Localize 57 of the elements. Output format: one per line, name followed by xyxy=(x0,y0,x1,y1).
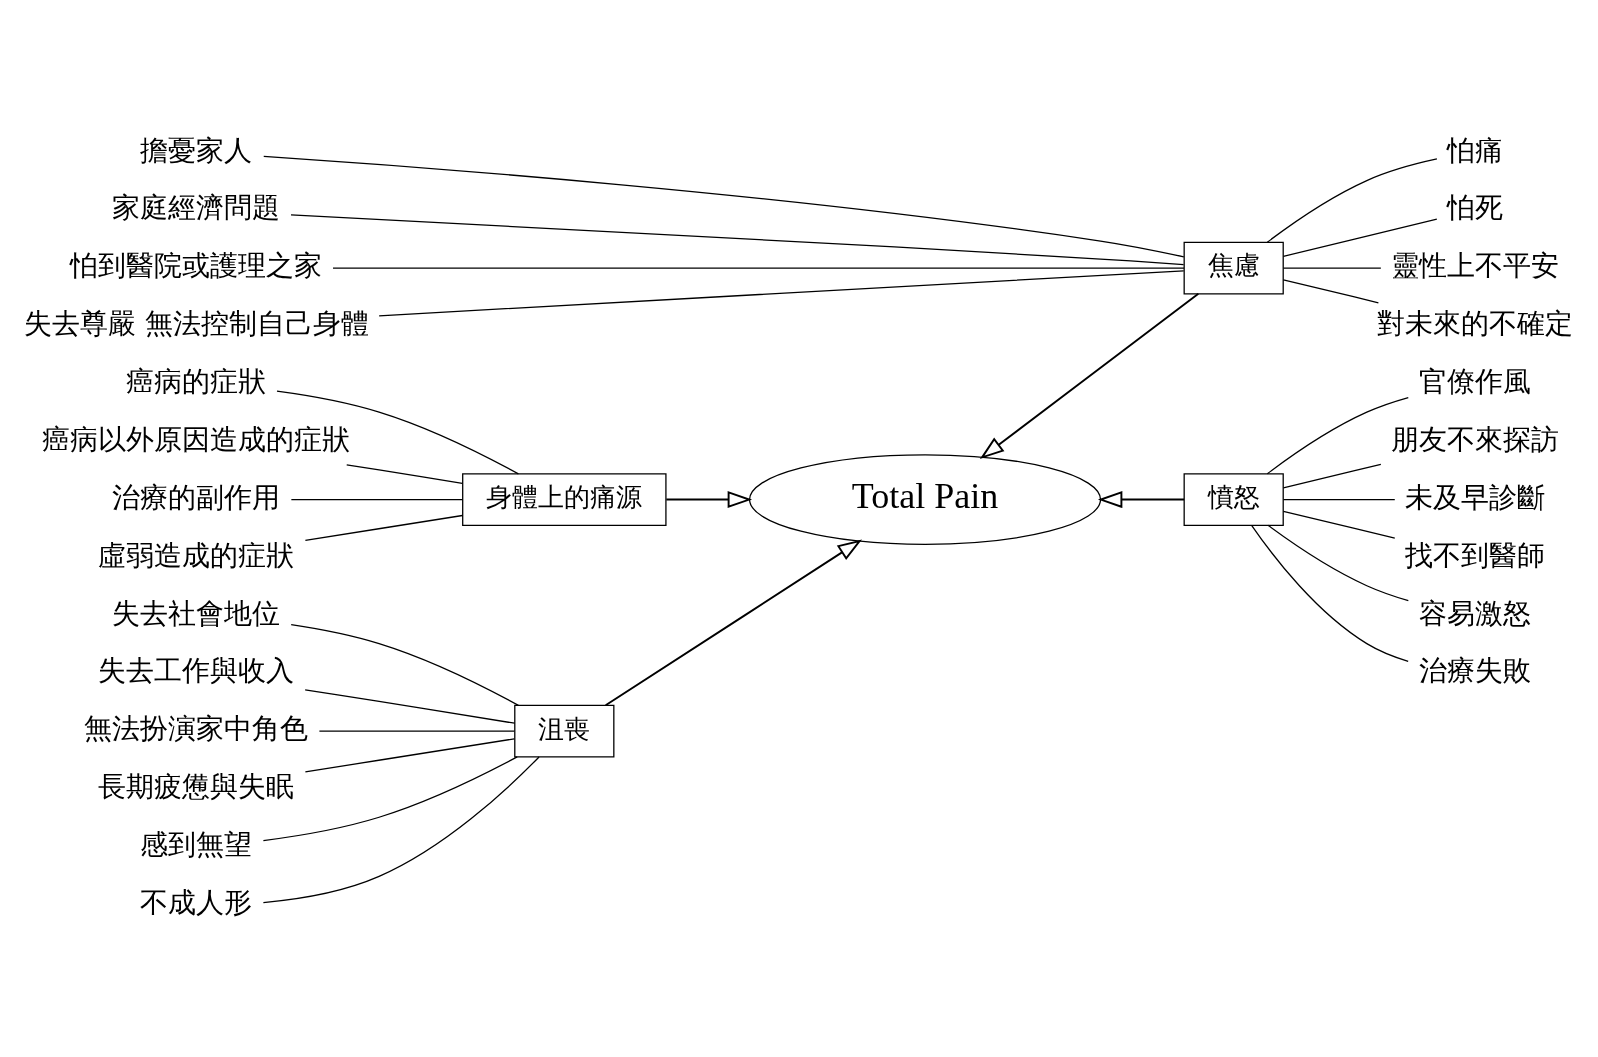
connector xyxy=(332,267,1185,269)
connector xyxy=(304,514,464,542)
node-text: 家庭經濟問題 xyxy=(112,191,281,225)
node-text: 對未來的不確定 xyxy=(1377,307,1574,341)
arrow xyxy=(604,539,863,707)
connector xyxy=(1282,463,1382,489)
connector xyxy=(262,756,540,904)
connector xyxy=(304,689,516,724)
node-box: 焦慮 xyxy=(1183,241,1284,295)
node-text: 失去工作與收入 xyxy=(98,654,295,688)
node-text: 不成人形 xyxy=(140,885,253,919)
node-text: 怕死 xyxy=(1447,191,1504,225)
connector xyxy=(1251,524,1409,662)
connector xyxy=(1266,158,1438,243)
connector xyxy=(290,498,464,501)
node-text: 怕痛 xyxy=(1447,133,1504,167)
node-text: 治療失敗 xyxy=(1419,654,1532,688)
arrow xyxy=(665,491,753,509)
node-text: 容易激怒 xyxy=(1419,596,1532,630)
connector xyxy=(1282,267,1382,269)
node-text: 未及早診斷 xyxy=(1405,480,1546,514)
node-text: 靈性上不平安 xyxy=(1391,249,1560,283)
node-box: 沮喪 xyxy=(514,704,615,758)
node-box: 身體上的痛源 xyxy=(462,473,667,526)
node-ellipse: Total Pain xyxy=(748,454,1102,545)
connector xyxy=(304,738,515,773)
node-text: 怕到醫院或護理之家 xyxy=(70,249,323,283)
connector xyxy=(290,624,520,706)
connector xyxy=(1266,396,1409,475)
connector xyxy=(1282,218,1438,257)
node-text: 朋友不來探訪 xyxy=(1391,422,1560,456)
node-text: 虛弱造成的症狀 xyxy=(98,538,295,572)
connector xyxy=(290,214,1185,266)
connector xyxy=(1267,524,1409,602)
node-text: 官僚作風 xyxy=(1419,365,1532,399)
connector xyxy=(346,464,463,484)
arrow xyxy=(1097,491,1186,509)
node-text: 長期疲憊與失眠 xyxy=(98,770,295,804)
connector xyxy=(1282,279,1380,304)
arrow xyxy=(979,292,1200,460)
node-text: 治療的副作用 xyxy=(112,480,281,514)
connector xyxy=(1282,498,1396,501)
node-text: 感到無望 xyxy=(140,828,253,862)
node-text: 失去尊嚴 無法控制自己身體 xyxy=(23,307,369,341)
connector xyxy=(1282,510,1396,539)
connector xyxy=(378,270,1185,317)
node-box: 憤怒 xyxy=(1183,473,1284,526)
node-text: 找不到醫師 xyxy=(1405,538,1546,572)
node-text: 無法扮演家中角色 xyxy=(84,712,309,746)
connector xyxy=(263,155,1185,258)
node-text: 癌病以外原因造成的症狀 xyxy=(42,422,351,456)
connector xyxy=(262,756,518,842)
connector xyxy=(276,390,520,475)
node-text: 擔憂家人 xyxy=(140,133,253,167)
connector xyxy=(318,730,516,732)
node-text: 失去社會地位 xyxy=(112,596,281,630)
node-text: 癌病的症狀 xyxy=(126,365,267,399)
